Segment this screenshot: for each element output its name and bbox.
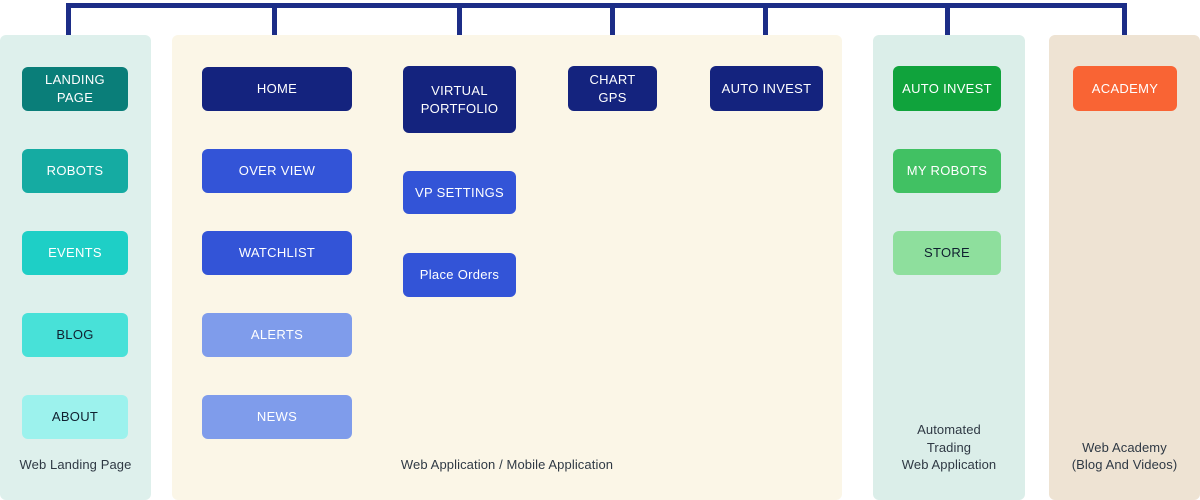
node-virtual-portfolio[interactable]: VIRTUAL PORTFOLIO: [403, 66, 516, 133]
connector-drop-chart-gps: [610, 3, 615, 52]
node-place-orders[interactable]: Place Orders: [403, 253, 516, 297]
node-landing-page[interactable]: LANDING PAGE: [22, 67, 128, 111]
connector-drop-landing: [66, 3, 71, 52]
node-home[interactable]: HOME: [202, 67, 352, 111]
node-my-robots[interactable]: MY ROBOTS: [893, 149, 1001, 193]
node-store[interactable]: STORE: [893, 231, 1001, 275]
node-about[interactable]: ABOUT: [22, 395, 128, 439]
node-watchlist[interactable]: WATCHLIST: [202, 231, 352, 275]
node-over-view[interactable]: OVER VIEW: [202, 149, 352, 193]
node-news[interactable]: NEWS: [202, 395, 352, 439]
node-events[interactable]: EVENTS: [22, 231, 128, 275]
caption-web-landing-page: Web Landing Page: [19, 457, 132, 473]
caption-web-academy: Web Academy (Blog And Videos): [1071, 439, 1178, 473]
node-robots[interactable]: ROBOTS: [22, 149, 128, 193]
connector-drop-trading: [945, 3, 950, 52]
connector-horizontal-line: [66, 3, 1127, 8]
node-auto-invest-trading[interactable]: AUTO INVEST: [893, 66, 1001, 111]
section-web-academy: ACADEMY Web Academy (Blog And Videos): [1049, 35, 1200, 500]
connector-drop-academy: [1122, 3, 1127, 52]
node-academy[interactable]: ACADEMY: [1073, 66, 1177, 111]
node-auto-invest-webapp[interactable]: AUTO INVEST: [710, 66, 823, 111]
section-web-application: HOME OVER VIEW WATCHLIST ALERTS NEWS VIR…: [172, 35, 842, 500]
node-vp-settings[interactable]: VP SETTINGS: [403, 171, 516, 214]
section-automated-trading: AUTO INVEST MY ROBOTS STORE Automated Tr…: [873, 35, 1025, 500]
connector-drop-auto-invest: [763, 3, 768, 52]
caption-web-application: Web Application / Mobile Application: [400, 457, 614, 473]
connector-drop-home: [272, 3, 277, 52]
section-web-landing-page: LANDING PAGE ROBOTS EVENTS BLOG ABOUT We…: [0, 35, 151, 500]
node-alerts[interactable]: ALERTS: [202, 313, 352, 357]
caption-automated-trading: Automated Trading Web Application: [901, 422, 997, 473]
node-chart-gps[interactable]: CHART GPS: [568, 66, 657, 111]
connector-drop-virtual-portfolio: [457, 3, 462, 52]
node-blog[interactable]: BLOG: [22, 313, 128, 357]
